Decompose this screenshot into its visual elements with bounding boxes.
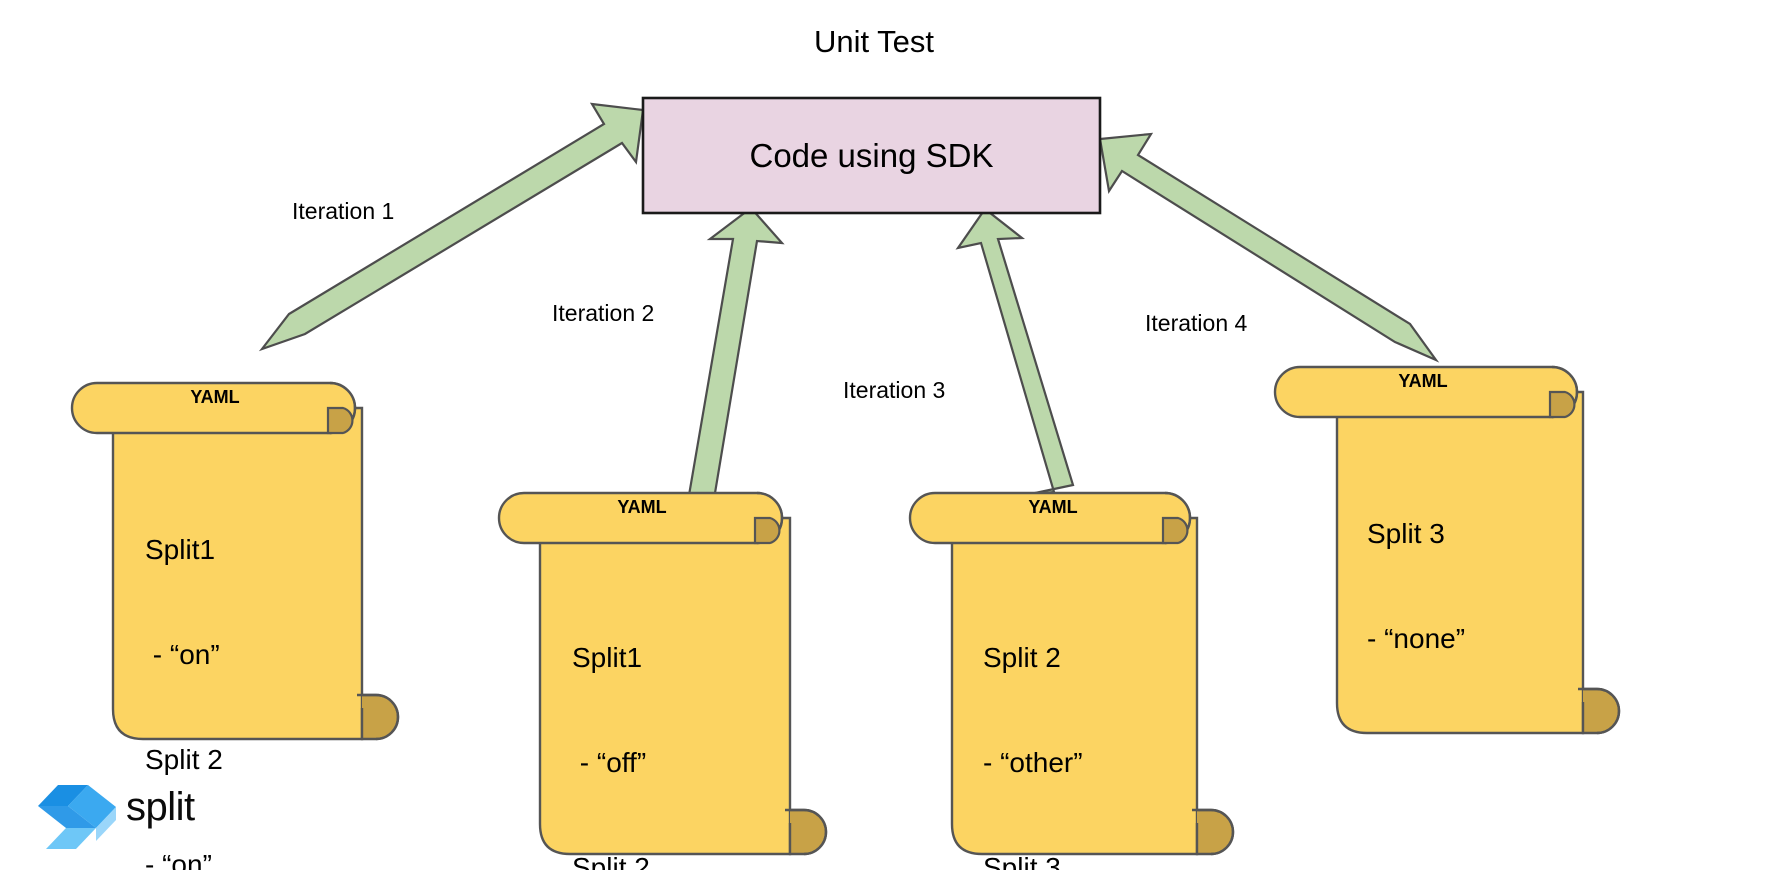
yaml-document-2[interactable]: [497, 491, 828, 856]
yaml-line: - “other”: [983, 747, 1083, 778]
yaml-document-1[interactable]: [70, 381, 400, 741]
yaml-line: - “none”: [1367, 623, 1466, 654]
yaml-header-label-4: YAML: [1398, 371, 1448, 391]
split-logo-wordmark: split: [126, 785, 195, 829]
yaml-header-label-2: YAML: [617, 497, 667, 517]
central-node-label: Code using SDK: [749, 137, 994, 174]
yaml-body-1: Split1 - “on” Split 2 - “on” Split 3 - “…: [145, 462, 234, 870]
split-logo-mark: [38, 785, 116, 849]
yaml-line: Split 2: [145, 744, 223, 775]
yaml-header-label-3: YAML: [1028, 497, 1078, 517]
yaml-body-3: Split 2 - “other” Split 3 - “low”: [983, 570, 1083, 870]
edge-label-iteration-1: Iteration 1: [292, 198, 395, 224]
yaml-line: Split 3: [983, 852, 1061, 870]
edge-label-iteration-2: Iteration 2: [552, 300, 655, 326]
yaml-body-2: Split1 - “off” Split 2 - “off” Split 3 -…: [572, 570, 707, 870]
central-node-code-using-sdk[interactable]: [641, 96, 1102, 215]
yaml-line: Split1: [145, 534, 216, 565]
yaml-line: Split1: [572, 642, 643, 673]
edge-label-iteration-3: Iteration 3: [843, 377, 946, 403]
page-title: Unit Test: [813, 24, 935, 59]
yaml-line: Split 2: [983, 642, 1061, 673]
yaml-line: Split 3: [1367, 518, 1445, 549]
yaml-body-4: Split 3 - “none”: [1367, 446, 1465, 726]
yaml-line: - “on”: [145, 849, 212, 870]
yaml-line: - “on”: [145, 639, 220, 670]
edge-label-iteration-4: Iteration 4: [1145, 310, 1248, 336]
yaml-document-3[interactable]: [908, 491, 1235, 856]
arrow-iteration-2: [649, 206, 785, 513]
yaml-line: - “off”: [572, 747, 647, 778]
yaml-line: Split 2: [572, 852, 650, 870]
yaml-header-label-1: YAML: [190, 387, 240, 407]
arrow-iteration-3: [955, 207, 1075, 499]
yaml-document-4[interactable]: [1273, 365, 1621, 735]
